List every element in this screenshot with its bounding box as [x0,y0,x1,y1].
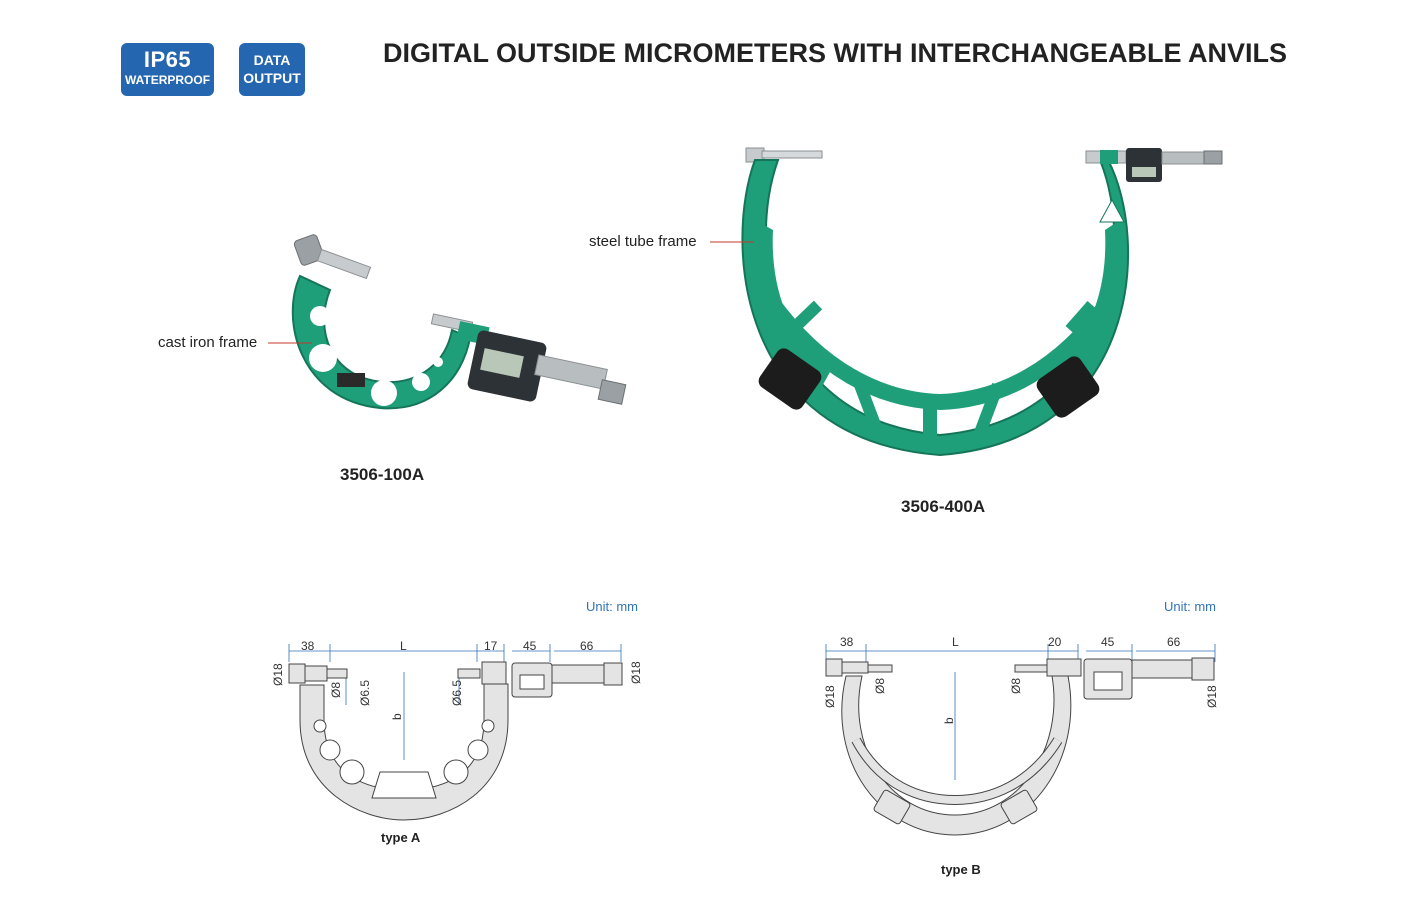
type-a-dim-b: b [390,713,404,720]
type-b-unit-label: Unit: mm [1164,599,1216,614]
badge-output-text: OUTPUT [243,70,301,86]
type-a-unit-label: Unit: mm [586,599,638,614]
type-b-dim-45: 45 [1101,635,1115,649]
callout-cast-iron-frame: cast iron frame [158,334,258,351]
model-3506-400a: 3506-400A [901,497,986,516]
type-a-caption: type A [381,830,421,845]
type-b-dim-20: 20 [1048,635,1062,649]
badge-ip65-text: IP65 [143,47,192,72]
type-a-dim-45: 45 [523,639,537,653]
type-a-dim-38: 38 [301,639,315,653]
type-b-dim-dia-right: Ø18 [1205,685,1219,708]
type-a-dim-dia-spindle-r: Ø6.5 [450,680,464,706]
ip65-waterproof-badge: IP65 WATERPROOF [121,43,214,96]
type-a-dim-dia-anvil: Ø8 [329,682,343,698]
type-a-dim-dia-right: Ø18 [629,661,643,684]
type-b-dim-b: b [942,717,956,724]
micrometer-100a-illustration [291,234,627,410]
type-b-drawing [825,644,1216,836]
type-b-dim-dia-anvil: Ø8 [873,678,887,694]
type-a-drawing [288,644,623,821]
type-b-dim-38: 38 [840,635,854,649]
type-a-dim-66: 66 [580,639,594,653]
badge-data-text: DATA [253,52,291,68]
type-a-dim-dia-left: Ø18 [271,663,285,686]
type-a-dim-17: 17 [484,639,498,653]
type-a-dim-l: L [400,639,407,653]
model-3506-100a: 3506-100A [340,465,425,484]
micrometer-400a-illustration [741,147,1223,457]
data-output-badge: DATA OUTPUT [239,43,305,96]
type-b-caption: type B [941,862,981,877]
callout-steel-tube-frame: steel tube frame [589,233,697,250]
type-b-dim-l: L [952,635,959,649]
type-a-dim-dia-spindle-l: Ø6.5 [358,680,372,706]
page-title: DIGITAL OUTSIDE MICROMETERS WITH INTERCH… [383,38,1287,68]
type-b-dim-dia-spindle: Ø8 [1009,678,1023,694]
type-b-dim-66: 66 [1167,635,1181,649]
type-b-dim-dia-left: Ø18 [823,685,837,708]
badge-waterproof-text: WATERPROOF [124,73,211,87]
